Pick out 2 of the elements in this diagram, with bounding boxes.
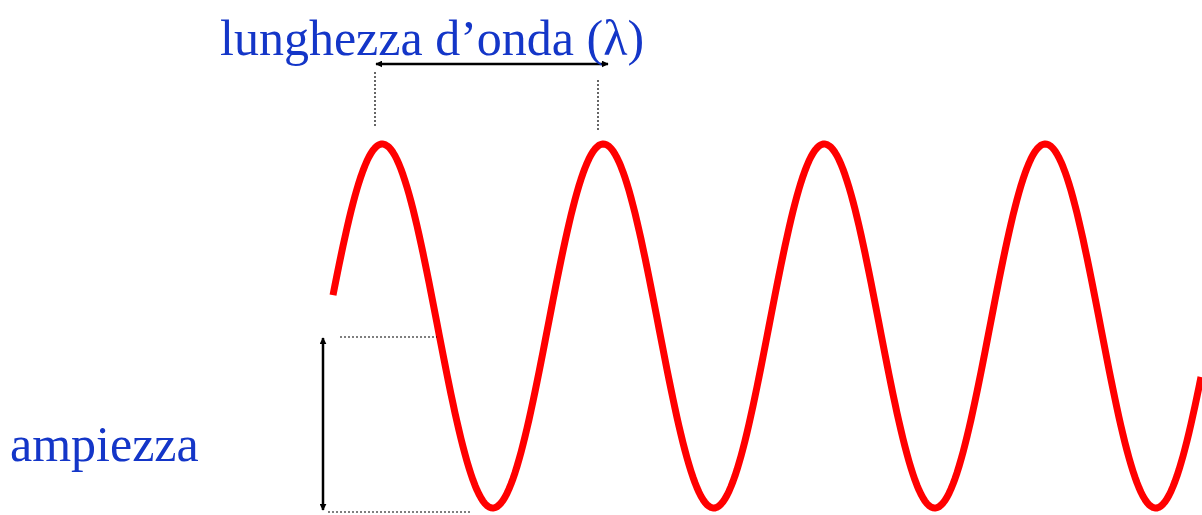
wavelength-label: lunghezza d’onda (λ) bbox=[220, 10, 645, 66]
amplitude-label: ampiezza bbox=[10, 416, 199, 472]
